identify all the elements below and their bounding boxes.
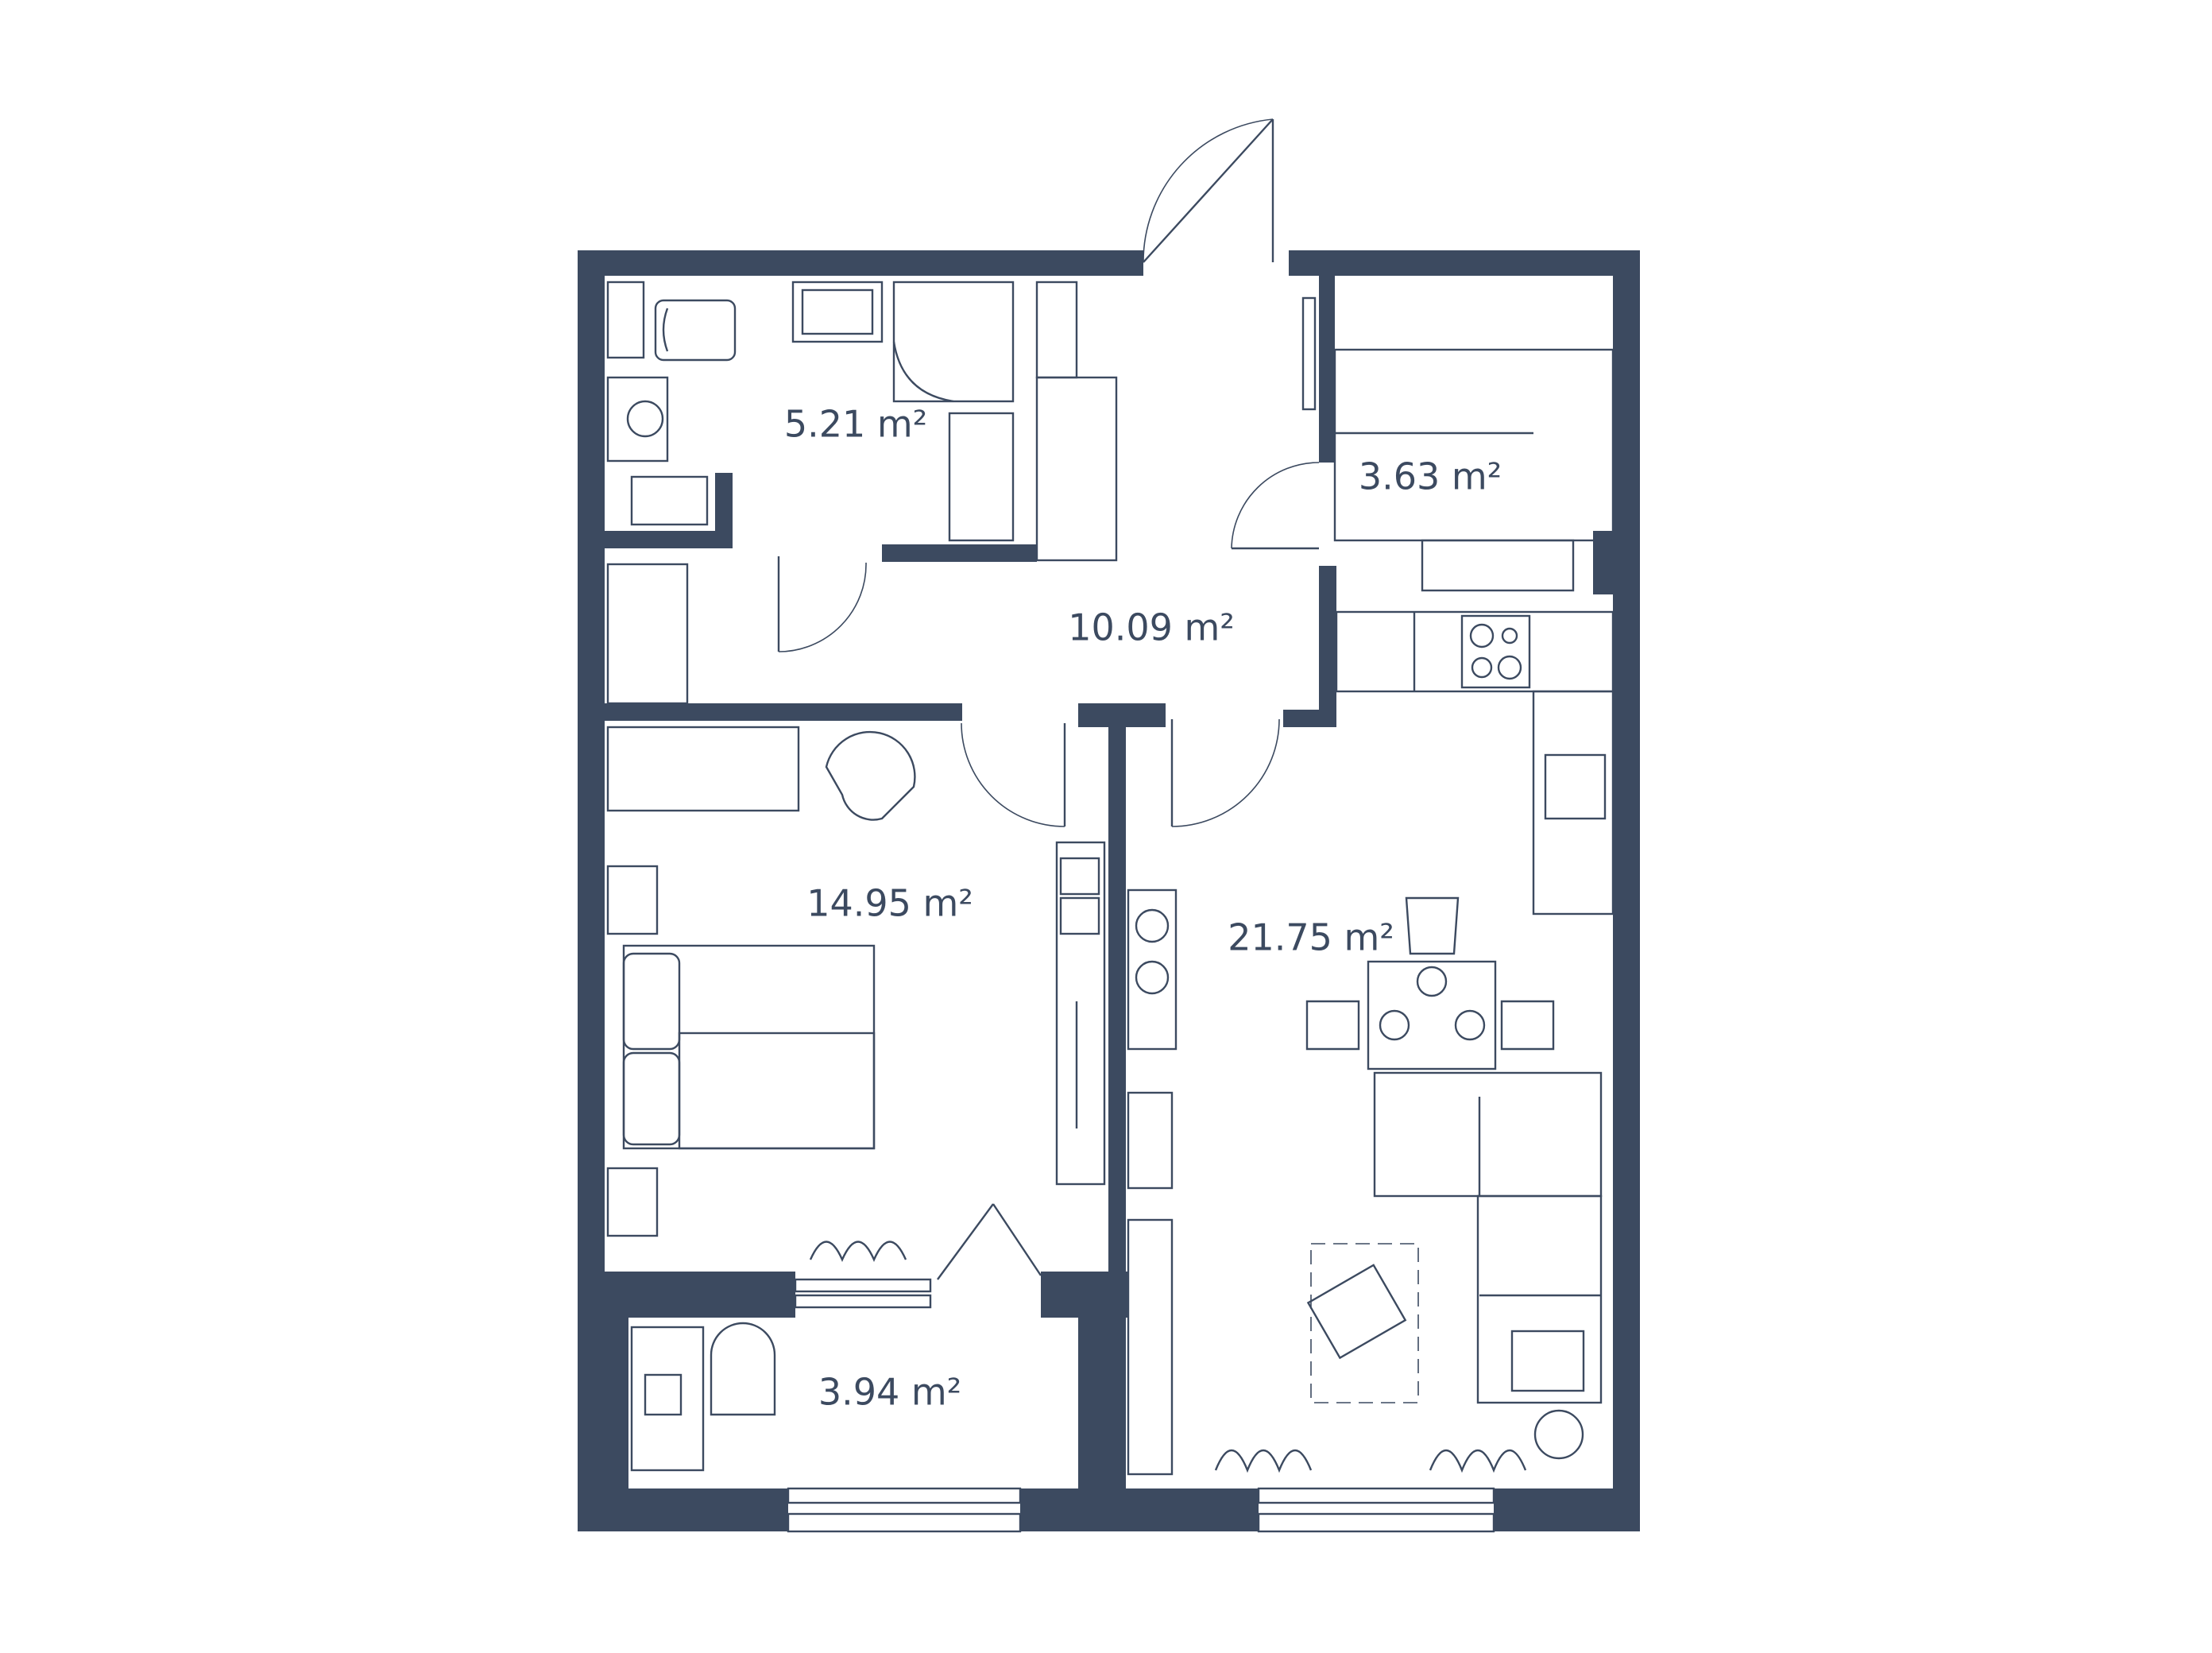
- bathroom-area-label: 5.21 m²: [784, 403, 927, 446]
- bedroom-furniture: [606, 726, 1106, 1262]
- sofa: [1373, 1071, 1603, 1460]
- wardrobe-fixtures: [1333, 348, 1615, 592]
- windows: [606, 281, 1609, 1533]
- balcony-area-label: 3.94 m²: [818, 1371, 961, 1414]
- living-kitchen-area-label: 21.75 m²: [1228, 916, 1394, 959]
- bathroom-fixtures: [606, 281, 1015, 542]
- hall-storage: [606, 281, 1317, 705]
- balcony-furniture: [630, 1322, 776, 1472]
- area-labels: 5.21 m² 3.63 m² 10.09 m² 14.95 m² 21.75 …: [784, 403, 1502, 1414]
- doors: [777, 118, 1320, 1280]
- living-furniture: [1127, 888, 1527, 1476]
- interior-walls: [605, 276, 1613, 1490]
- bedroom-area-label: 14.95 m²: [806, 882, 973, 925]
- kitchen-fixtures: [1335, 610, 1615, 916]
- wardrobe-area-label: 3.63 m²: [1359, 455, 1502, 498]
- hallway-area-label: 10.09 m²: [1068, 606, 1235, 649]
- outer-walls: [578, 250, 1640, 1531]
- dining-set: [1305, 896, 1555, 1070]
